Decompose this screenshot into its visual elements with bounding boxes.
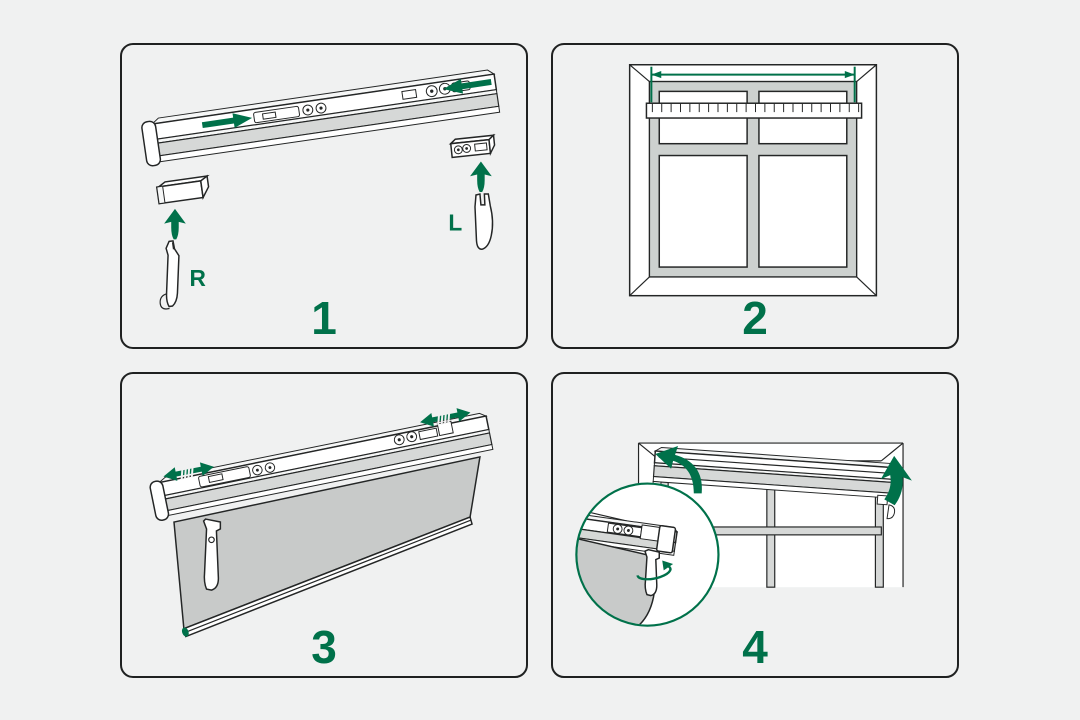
step-1-panel: R L 1 [120, 43, 528, 349]
headrail [141, 69, 501, 167]
clamp-lever-left [474, 193, 494, 251]
installation-illustration [575, 442, 912, 627]
step-number: 3 [311, 621, 337, 673]
rail-end-cap [141, 120, 162, 167]
step-3-panel: 3 [120, 372, 528, 678]
headrail [149, 412, 494, 521]
slide-left-arrow-icon [443, 78, 492, 94]
headrail [651, 446, 898, 520]
bottom-bar-end-cap [181, 627, 189, 637]
rotate-arrow-icon [636, 560, 674, 581]
bracket-label-left: L [448, 210, 462, 236]
width-dimension-arrow-icon [650, 66, 856, 103]
measuring-tape-icon [645, 102, 863, 119]
step-4-panel: 4 [551, 372, 959, 678]
push-up-arrow-icon [880, 455, 912, 506]
slide-right-arrow-icon [201, 113, 253, 129]
step-2-panel: 2 [551, 43, 959, 349]
step-number: 1 [311, 292, 337, 344]
window-measure-illustration [628, 63, 878, 297]
step-number: 2 [742, 292, 768, 344]
adjust-width-arrow-icon [163, 462, 214, 481]
assembled-blind-illustration [149, 408, 494, 638]
insert-up-arrow-icon [470, 161, 492, 193]
bracket-cover [155, 174, 210, 205]
adjust-width-arrow-icon [420, 408, 471, 427]
bottom-bar [181, 516, 473, 638]
bracket-label-right: R [189, 265, 205, 291]
headrail-parts-illustration: R L [141, 69, 501, 310]
insert-up-arrow-icon [164, 208, 186, 240]
clutch-mechanism [448, 133, 496, 159]
clamp-lever-right [159, 240, 180, 310]
step-number: 4 [742, 621, 768, 673]
tilt-in-arrow-icon [655, 446, 702, 494]
clamp-lever [202, 518, 222, 591]
